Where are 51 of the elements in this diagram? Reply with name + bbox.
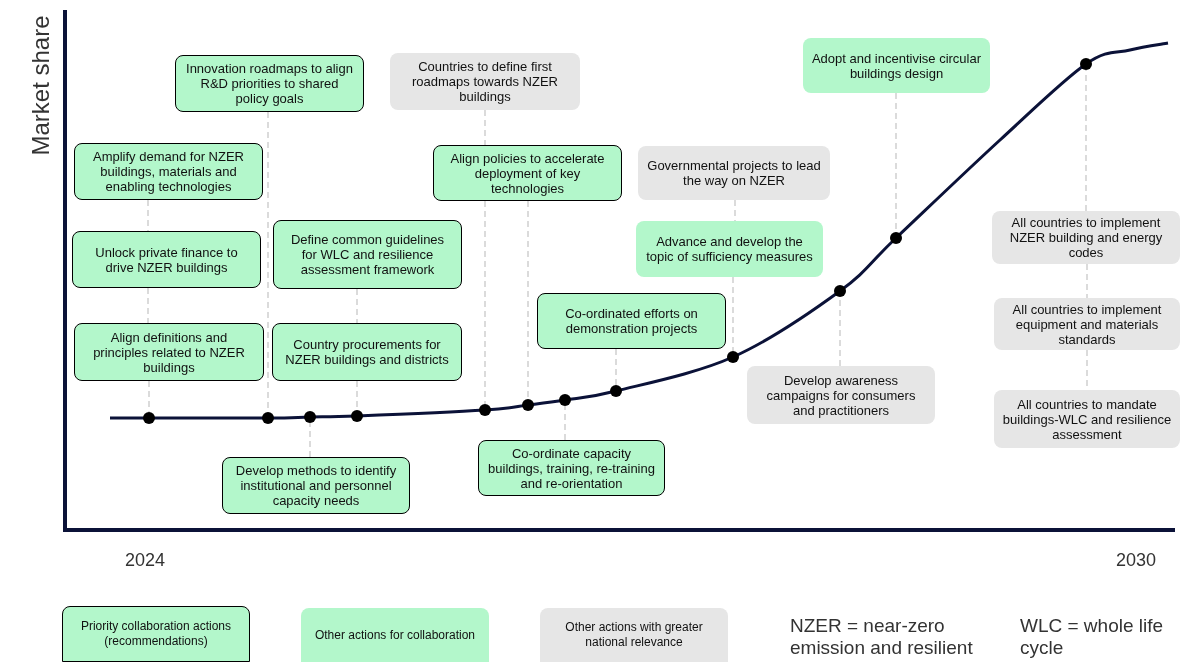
action-box: Governmental projects to lead the way on NZER: [638, 146, 830, 200]
action-box: Unlock private finance to drive NZER buildings: [72, 231, 261, 288]
leader-line: [734, 199, 736, 222]
leader-line: [732, 276, 734, 352]
leader-line: [148, 380, 150, 413]
milestone-dot: [479, 404, 491, 416]
milestone-dot: [143, 412, 155, 424]
legend-text: Other actions for collaboration: [314, 627, 476, 643]
note-text: WLC = whole life cycle: [1020, 615, 1165, 659]
leader-line: [1086, 263, 1088, 299]
legend-text: Other actions with greater national relevance: [564, 620, 704, 650]
leader-line: [484, 200, 486, 405]
milestone-dot: [890, 232, 902, 244]
leader-line: [1085, 69, 1087, 212]
milestone-dot: [351, 410, 363, 422]
milestone-dot: [1080, 58, 1092, 70]
action-box: Amplify demand for NZER buildings, materials and enabling technologies: [74, 143, 263, 200]
milestone-dot: [610, 385, 622, 397]
note-text: NZER = near-zero emission and resilient: [790, 615, 974, 659]
axis-label: 2024: [125, 550, 167, 571]
leader-line: [484, 109, 486, 146]
leader-line: [309, 422, 311, 458]
action-box: Adopt and incentivise circular buildings design: [803, 38, 990, 93]
action-box: Co-ordinate capacity buildings, training, re-training and re-orientation: [478, 440, 665, 496]
leader-line: [615, 348, 617, 386]
legend-text: Priority collaboration actions (recommendations): [79, 619, 233, 649]
action-box: Develop awareness campaigns for consumers and practitioners: [747, 366, 935, 424]
milestone-dot: [559, 394, 571, 406]
action-box: Define common guidelines for WLC and resilience assessment framework: [273, 220, 462, 289]
leader-line: [527, 200, 529, 400]
action-box: Align definitions and principles related to NZER buildings: [74, 323, 264, 381]
action-box: All countries to implement NZER building and energy codes: [992, 211, 1180, 264]
leader-line: [564, 405, 566, 441]
axis-title: Market share: [26, 14, 54, 158]
axis-label: 2030: [1116, 550, 1158, 571]
milestone-dot: [262, 412, 274, 424]
action-box: Innovation roadmaps to align R&D priorities to shared policy goals: [175, 55, 364, 112]
leader-line: [147, 287, 149, 324]
action-box: Advance and develop the topic of sufficiency measures: [636, 221, 823, 277]
action-box: Co-ordinated efforts on demonstration projects: [537, 293, 726, 349]
milestone-dot: [834, 285, 846, 297]
leader-line: [356, 288, 358, 324]
action-box: Country procurements for NZER buildings and districts: [272, 323, 462, 381]
action-box: Align policies to accelerate deployment of key technologies: [433, 145, 622, 201]
action-box: Countries to define first roadmaps towards NZER buildings: [390, 53, 580, 110]
action-box: All countries to implement equipment and materials standards: [994, 298, 1180, 350]
action-box: Develop methods to identify institutional and personnel capacity needs: [222, 457, 410, 514]
milestone-dot: [304, 411, 316, 423]
milestone-dot: [727, 351, 739, 363]
milestone-dot: [522, 399, 534, 411]
action-box: All countries to mandate buildings-WLC and resilience assessment: [994, 390, 1180, 448]
